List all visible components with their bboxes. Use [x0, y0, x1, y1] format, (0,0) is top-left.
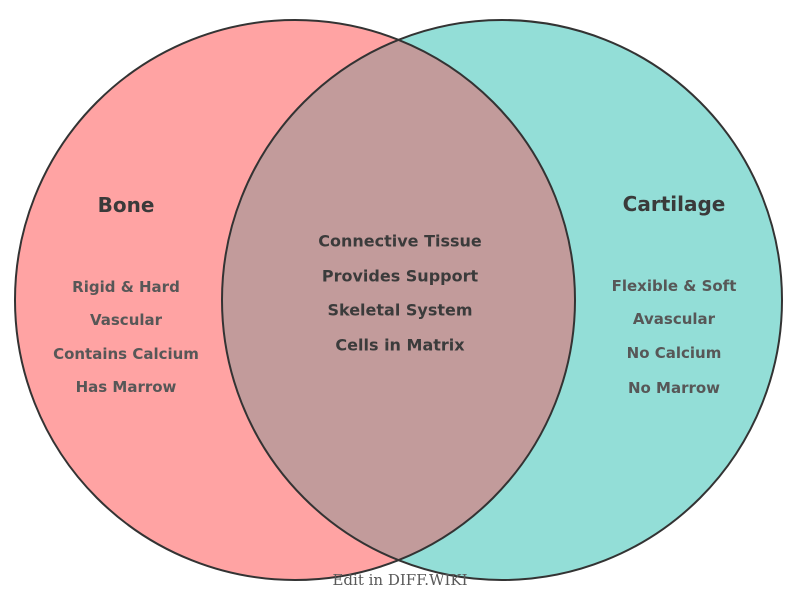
cartilage-item: No Calcium: [626, 344, 722, 362]
intersection-item: Cells in Matrix: [335, 335, 465, 355]
cartilage-item: Flexible & Soft: [611, 277, 737, 295]
bone-title: Bone: [97, 193, 155, 217]
bone-item: Contains Calcium: [53, 345, 199, 363]
bone-circle-outline: [14, 19, 576, 581]
cartilage-title: Cartilage: [622, 192, 726, 216]
bone-item: Rigid & Hard: [72, 278, 180, 296]
bone-item: Has Marrow: [75, 378, 177, 396]
intersection-item: Provides Support: [321, 266, 479, 286]
bone-item: Vascular: [89, 311, 163, 329]
intersection-region: [222, 20, 575, 580]
cartilage-item: Avascular: [632, 310, 716, 328]
intersection-item: Skeletal System: [327, 300, 473, 320]
intersection-item: Connective Tissue: [318, 231, 482, 251]
cartilage-circle-outline: [221, 19, 783, 581]
cartilage-item: No Marrow: [627, 379, 721, 397]
edit-in-diffwiki-link[interactable]: Edit in DIFF.WIKI: [332, 571, 468, 589]
